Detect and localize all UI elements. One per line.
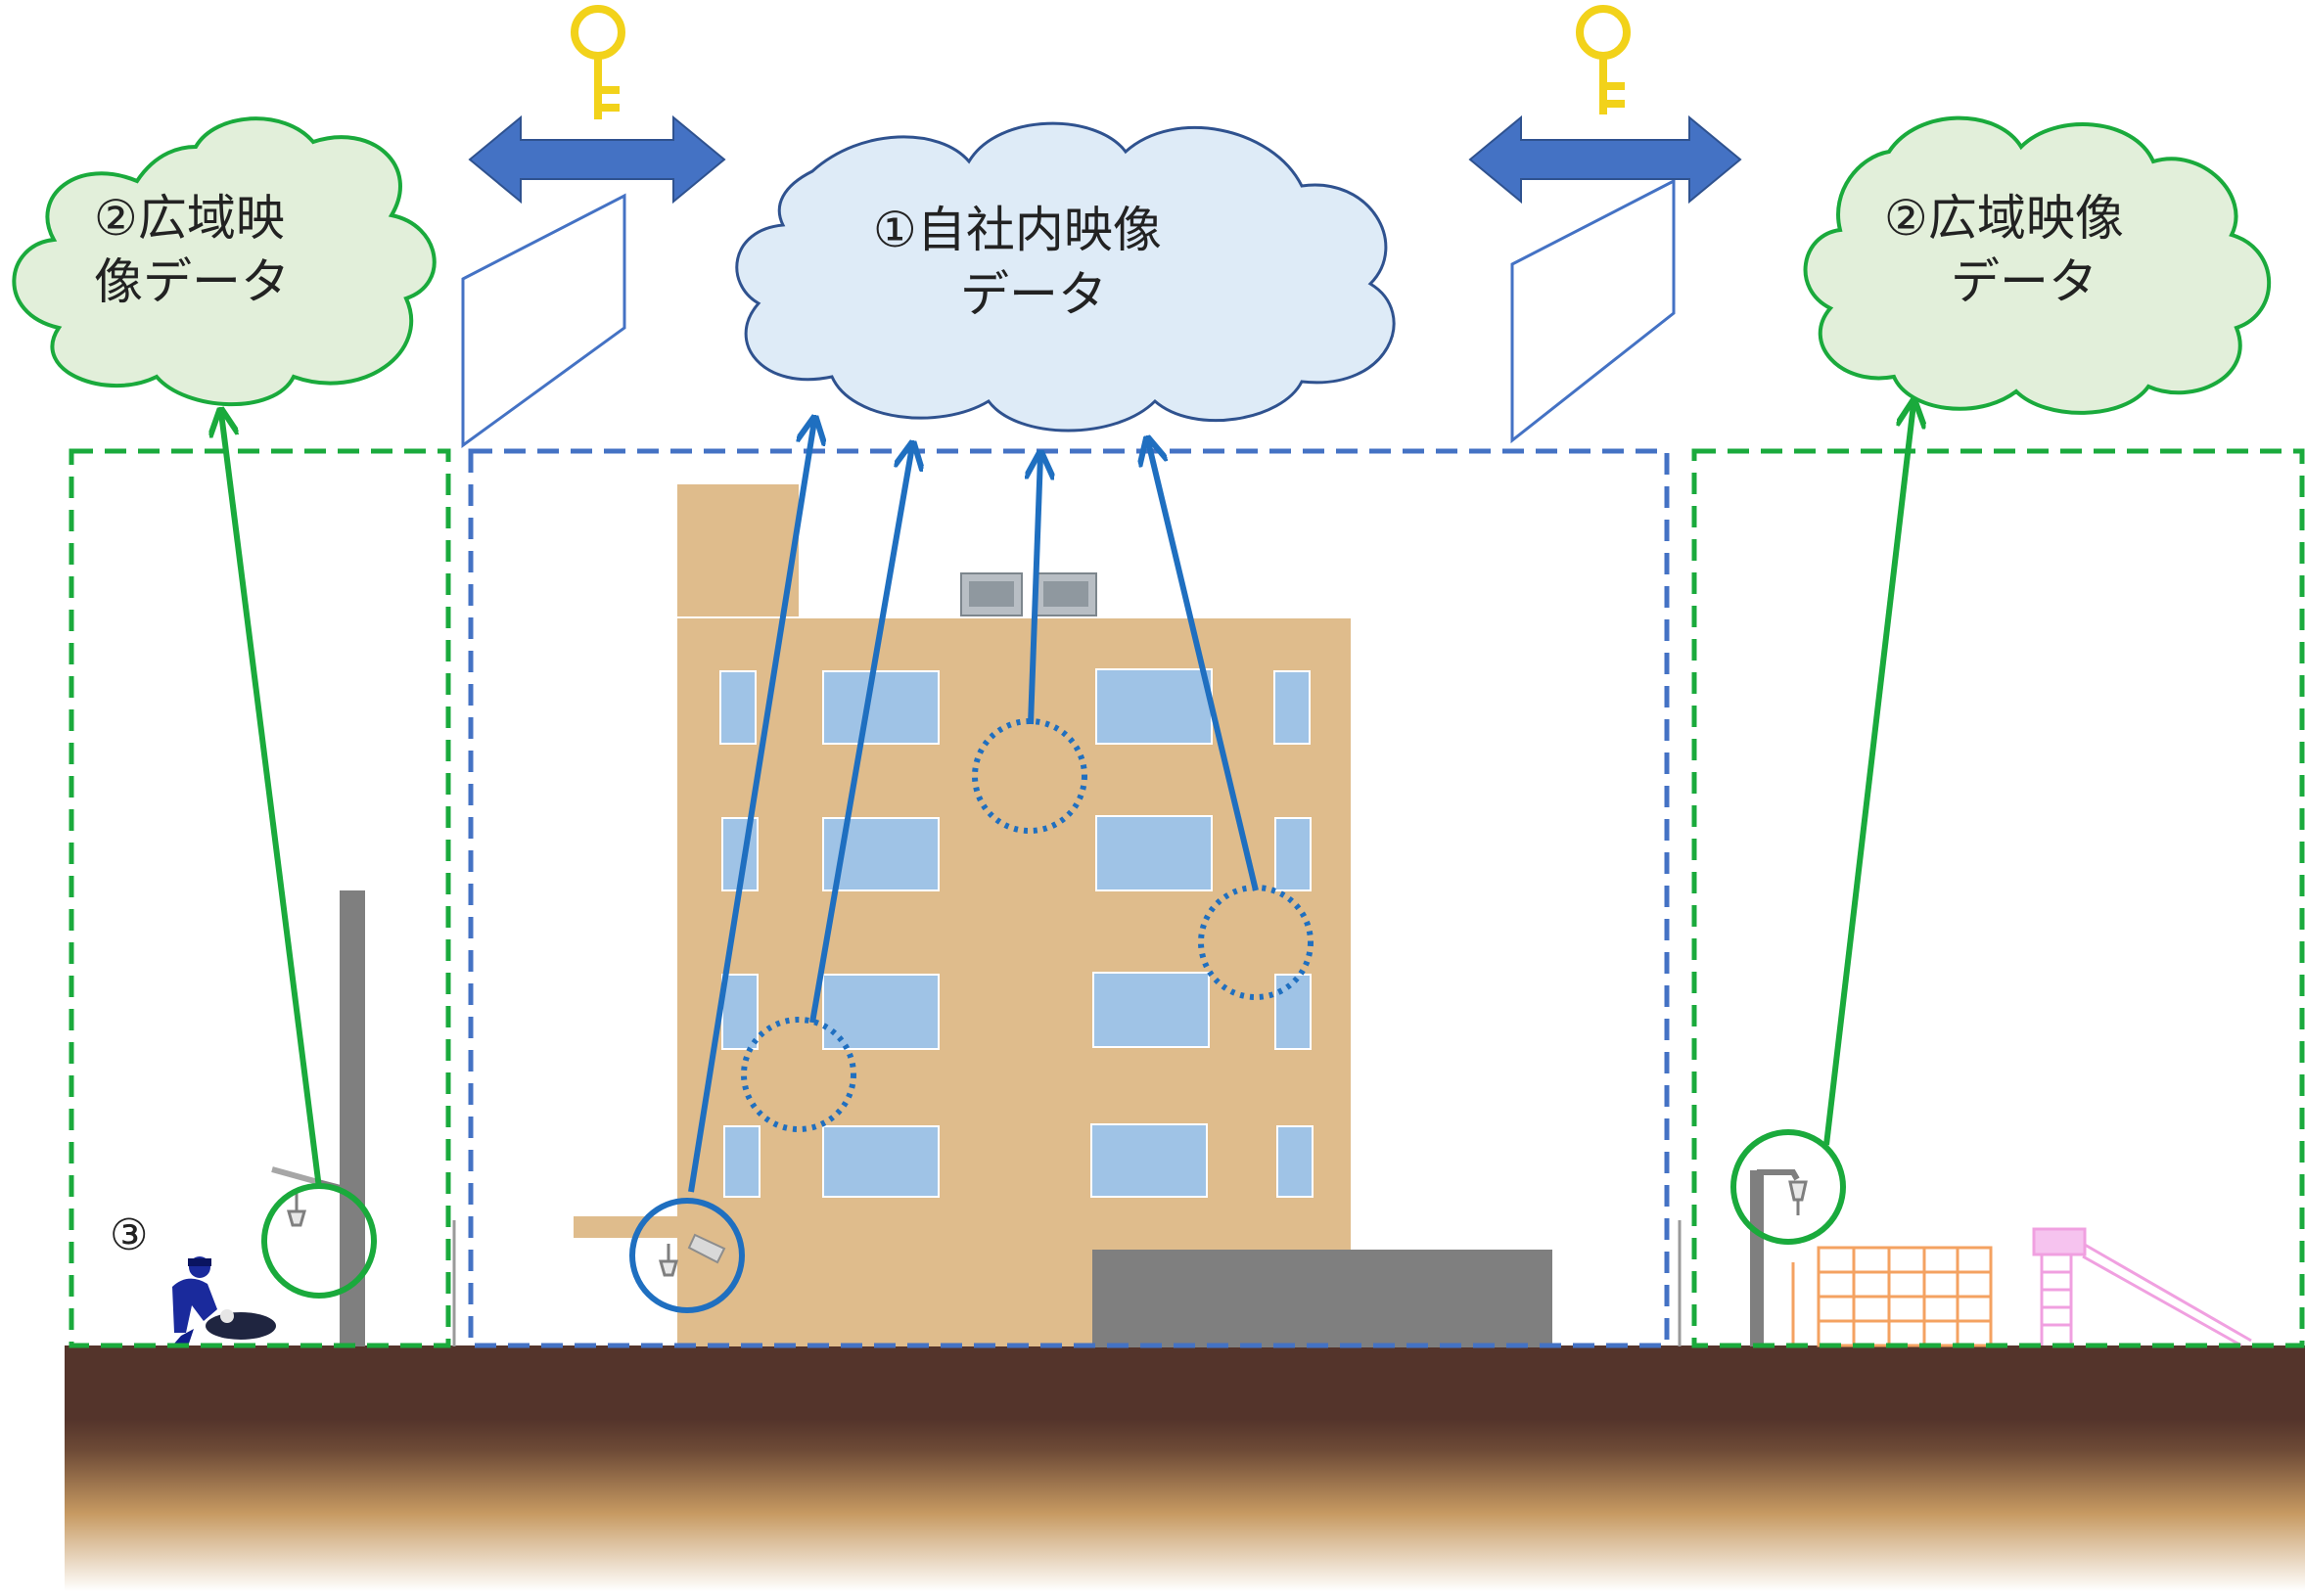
slide-icon bbox=[2032, 1227, 2252, 1347]
zone-center-dashed bbox=[468, 448, 1670, 1348]
key-icon bbox=[571, 5, 625, 119]
garage-block bbox=[1092, 1250, 1552, 1347]
utility-pole bbox=[340, 890, 365, 1346]
climbing-frame-icon bbox=[1791, 1246, 1993, 1347]
key-icon bbox=[1576, 5, 1631, 114]
cloud-left-label-line1: ②広域映 bbox=[94, 190, 285, 247]
data-arrow-green bbox=[221, 413, 322, 1189]
cloud-right bbox=[1803, 115, 2272, 415]
camera-highlight-circle bbox=[1730, 1129, 1846, 1245]
ground-soil bbox=[65, 1419, 2305, 1591]
street-light-icon bbox=[1750, 1169, 1808, 1346]
cloud-left-label-line2: 像データ bbox=[94, 253, 290, 310]
camera-icon bbox=[659, 1233, 726, 1277]
rooftop-unit-icon bbox=[960, 572, 1097, 616]
office-building bbox=[574, 484, 1552, 1347]
cloud-center bbox=[735, 121, 1396, 433]
cloud-right-label-line1: ②広域映像 bbox=[1884, 190, 2124, 247]
person-icon bbox=[172, 1256, 276, 1346]
camera-highlight-circle bbox=[629, 1198, 745, 1313]
cloud-center-label-line2: データ bbox=[960, 266, 1107, 323]
data-arrow-blue bbox=[1031, 456, 1040, 725]
data-arrow-green bbox=[1823, 404, 1913, 1146]
ground-surface bbox=[65, 1345, 2305, 1420]
camera-coverage-circle bbox=[741, 1017, 856, 1132]
cloud-right-label-line2: データ bbox=[1951, 253, 2098, 310]
incident-marker-label: ③ bbox=[110, 1210, 148, 1260]
double-arrow-icon bbox=[1468, 114, 1742, 205]
cloud-center-label-line1: ①自社内映像 bbox=[873, 202, 1162, 258]
data-arrow-blue bbox=[688, 421, 814, 1193]
data-arrow-blue bbox=[1148, 441, 1259, 891]
data-arrow-blue bbox=[809, 446, 912, 1024]
gate-panel-right bbox=[1510, 178, 1676, 444]
double-arrow-icon bbox=[468, 114, 726, 205]
zone-right-dashed bbox=[1691, 448, 2305, 1348]
cloud-left bbox=[12, 116, 437, 407]
gate-panel-left bbox=[461, 193, 626, 448]
